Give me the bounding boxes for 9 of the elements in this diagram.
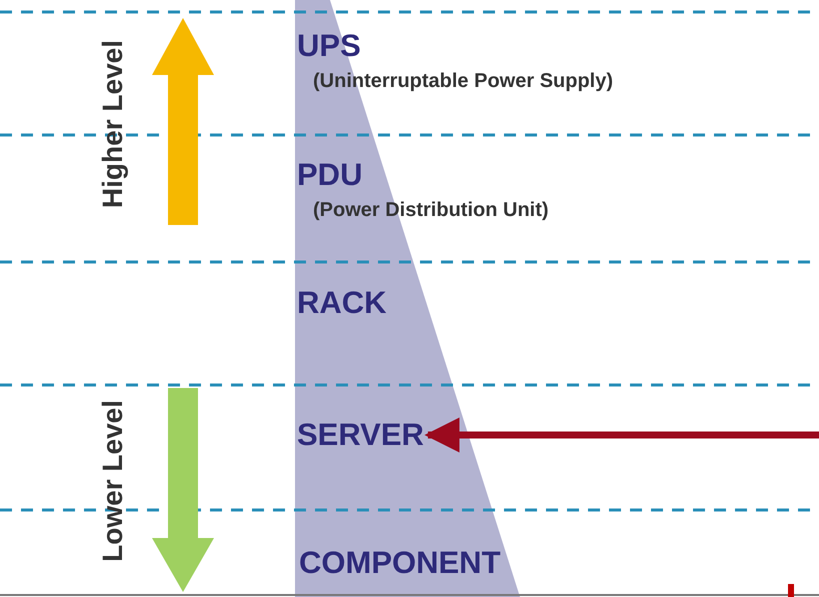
level-label: COMPONENT [299, 545, 500, 581]
level-caption: Lower Level [96, 400, 129, 562]
level-subtitle: (Power Distribution Unit) [313, 198, 549, 223]
level-label: RACK [297, 285, 387, 321]
level-title: PDU [297, 157, 362, 193]
level-caption: Higher Level [96, 40, 129, 208]
level-subtitle: (Uninterruptable Power Supply) [313, 69, 614, 94]
arrow [424, 418, 819, 452]
level-label: SERVER [297, 417, 424, 453]
